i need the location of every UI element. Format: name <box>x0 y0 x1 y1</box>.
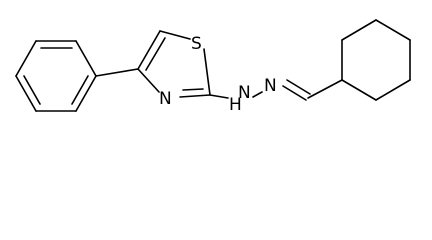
cyclohexyl-bond-3 <box>375 19 411 41</box>
cyclohexyl-bond-5 <box>375 79 411 101</box>
sulfur-atom-label: S <box>191 34 202 54</box>
methine-cyclohexyl-bond <box>307 79 343 99</box>
thiazole-c2-n-double <box>182 88 204 91</box>
phenyl-ring <box>15 40 97 112</box>
amine-nitrogen-atom-label: N <box>238 83 251 103</box>
thiazole-s-c2 <box>203 48 211 96</box>
phenyl-double-3 <box>71 75 89 105</box>
imine-double-bond-1 <box>282 85 307 101</box>
imine-nitrogen-atom-label: N <box>264 76 277 96</box>
phenyl-bond-1 <box>75 40 97 77</box>
hydrazine-nn-bond <box>252 91 263 98</box>
thiazole-ring <box>137 30 211 98</box>
thiazole-nh-bond <box>209 94 229 99</box>
phenyl-thiazole-bond <box>95 68 139 77</box>
phenyl-bond-4 <box>15 75 37 112</box>
ring-nitrogen-atom-label: N <box>159 89 172 109</box>
phenyl-bond-3 <box>15 40 37 77</box>
cyclohexyl-ring <box>341 19 411 101</box>
thiazole-c4-c5-double <box>145 37 166 71</box>
cyclohexyl-bond-6 <box>341 79 377 101</box>
thiazole-c4-c5 <box>137 30 161 70</box>
cyclohexyl-bond-2 <box>341 19 377 41</box>
imine-double-bond-2 <box>286 79 311 95</box>
thiazole-c2-n <box>179 94 211 98</box>
phenyl-double-2 <box>23 75 41 105</box>
thiazole-n-c4 <box>137 68 160 93</box>
amine-hydrogen-atom-label: H <box>229 95 242 115</box>
chemical-structure: S N N H N <box>15 19 411 115</box>
thiazole-c5-s <box>159 30 191 40</box>
phenyl-bond-6 <box>75 75 97 112</box>
